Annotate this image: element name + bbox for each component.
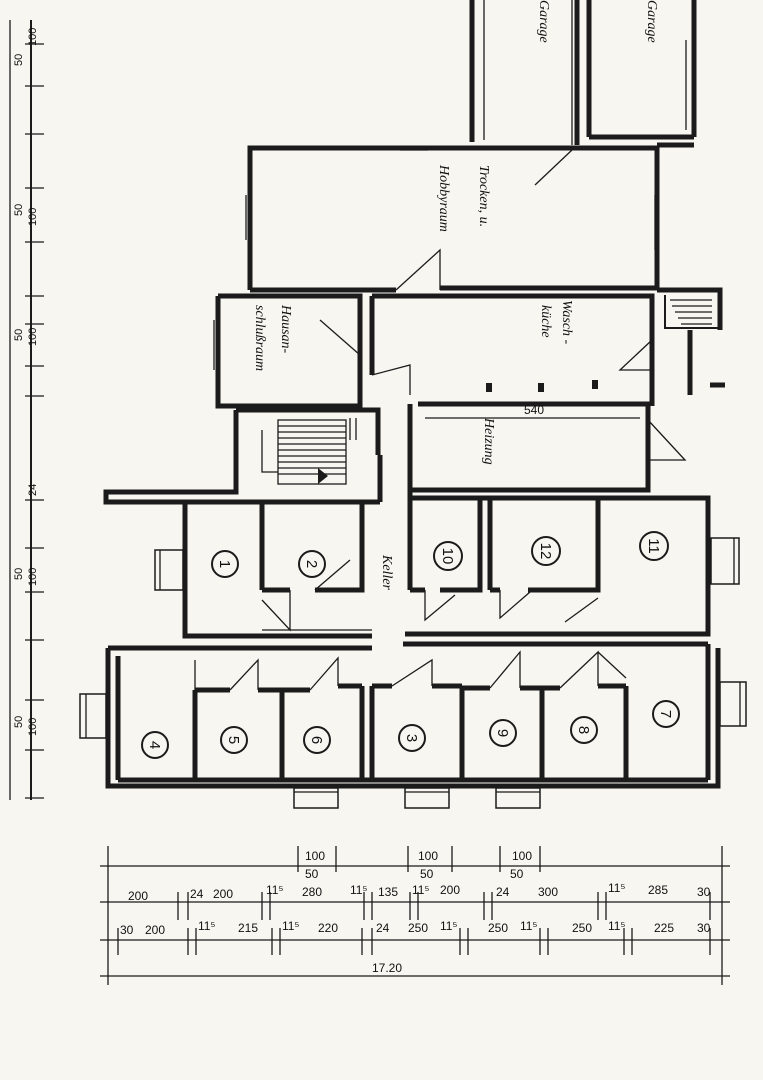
- svg-text:11⁵: 11⁵: [198, 919, 215, 933]
- svg-text:11⁵: 11⁵: [412, 883, 429, 897]
- room-number-2: 2: [298, 550, 326, 578]
- svg-text:4: 4: [146, 741, 163, 749]
- svg-text:24: 24: [376, 921, 390, 935]
- cellar-label: Keller: [379, 554, 394, 591]
- window-dimension-labels: 100 50 100 50 100 50: [305, 849, 532, 881]
- left-scale-100-b: 100: [27, 208, 39, 226]
- svg-text:12: 12: [537, 543, 554, 560]
- heating-width-label: 540: [524, 403, 544, 417]
- total-width-label: 17.20: [372, 961, 402, 975]
- upper-walls: [103, 142, 725, 505]
- garage-right-label: Garage: [644, 0, 659, 43]
- svg-text:220: 220: [318, 921, 338, 935]
- svg-text:30: 30: [697, 921, 711, 935]
- room-number-4: 4: [141, 731, 169, 759]
- cellar-middle-walls: [154, 455, 740, 639]
- room-number-11: 11: [639, 531, 669, 561]
- svg-text:200: 200: [440, 883, 460, 897]
- svg-text:30: 30: [697, 885, 711, 899]
- left-scale-50-c: 50: [13, 329, 25, 341]
- svg-text:24: 24: [496, 885, 510, 899]
- svg-text:250: 250: [408, 921, 428, 935]
- svg-text:11⁵: 11⁵: [608, 919, 625, 933]
- svg-text:9: 9: [494, 729, 511, 737]
- svg-text:10: 10: [439, 548, 456, 565]
- left-scale-50-e: 50: [13, 716, 25, 728]
- svg-text:100: 100: [512, 849, 532, 863]
- svg-text:215: 215: [238, 921, 258, 935]
- tenant-room-label-1: Hausan-: [278, 304, 293, 354]
- left-scale-100-a: 100: [27, 28, 39, 46]
- room-number-6: 6: [303, 726, 331, 754]
- svg-text:50: 50: [420, 867, 434, 881]
- room-number-10: 10: [433, 541, 463, 571]
- room-number-1: 1: [211, 550, 239, 578]
- svg-text:2: 2: [303, 560, 320, 568]
- svg-text:11⁵: 11⁵: [520, 919, 537, 933]
- garage-walls: [469, 0, 697, 145]
- left-scale-100-d: 100: [27, 568, 39, 586]
- svg-text:5: 5: [225, 736, 242, 744]
- garage-left-label: Garage: [536, 0, 551, 43]
- left-scale: [9, 20, 44, 800]
- left-scale-24: 24: [27, 484, 39, 496]
- svg-text:225: 225: [654, 921, 674, 935]
- dimension-row-2: 30 200 11⁵ 215 11⁵ 220 24 250 11⁵ 250 11…: [120, 919, 711, 937]
- svg-text:11: 11: [645, 538, 662, 554]
- svg-text:11⁵: 11⁵: [608, 881, 625, 895]
- svg-text:200: 200: [128, 889, 148, 903]
- svg-text:250: 250: [488, 921, 508, 935]
- svg-text:300: 300: [538, 885, 558, 899]
- hobby-label: Hobbyraum: [436, 164, 451, 232]
- svg-text:50: 50: [510, 867, 524, 881]
- room-number-12: 12: [531, 536, 561, 566]
- svg-text:30: 30: [120, 923, 134, 937]
- left-scale-50-a: 50: [13, 54, 25, 66]
- svg-text:50: 50: [305, 867, 319, 881]
- room-number-9: 9: [489, 719, 517, 747]
- room-number-3: 3: [398, 724, 426, 752]
- dimension-row-1: 200 24 200 11⁵ 280 11⁵ 135 11⁵ 200 24 30…: [128, 881, 711, 903]
- svg-text:7: 7: [657, 710, 674, 718]
- tenant-room-label-2: schlußraum: [252, 305, 267, 371]
- laundry-label-2: küche: [538, 305, 553, 338]
- svg-text:200: 200: [145, 923, 165, 937]
- svg-text:11⁵: 11⁵: [282, 919, 299, 933]
- svg-text:280: 280: [302, 885, 322, 899]
- room-number-7: 7: [652, 700, 680, 728]
- left-scale-50-d: 50: [13, 568, 25, 580]
- dimension-lines: [100, 846, 730, 985]
- svg-text:8: 8: [575, 726, 592, 734]
- laundry-label-1: Wasch -: [559, 300, 574, 345]
- svg-text:100: 100: [305, 849, 325, 863]
- svg-text:250: 250: [572, 921, 592, 935]
- svg-text:1: 1: [216, 560, 233, 568]
- svg-text:100: 100: [418, 849, 438, 863]
- svg-text:285: 285: [648, 883, 668, 897]
- svg-text:3: 3: [403, 734, 420, 742]
- room-number-8: 8: [570, 716, 598, 744]
- left-scale-50-b: 50: [13, 204, 25, 216]
- svg-text:200: 200: [213, 887, 233, 901]
- svg-text:24: 24: [190, 887, 204, 901]
- drying-label: Trocken, u.: [476, 165, 491, 227]
- left-scale-100-c: 100: [27, 328, 39, 346]
- left-scale-100-e: 100: [27, 718, 39, 736]
- svg-text:11⁵: 11⁵: [440, 919, 457, 933]
- heating-label: Heizung: [481, 417, 496, 465]
- room-number-5: 5: [220, 726, 248, 754]
- svg-text:11⁵: 11⁵: [350, 883, 367, 897]
- cellar-lower-walls: [79, 641, 747, 809]
- svg-text:135: 135: [378, 885, 398, 899]
- svg-text:11⁵: 11⁵: [266, 883, 283, 897]
- svg-text:6: 6: [308, 736, 325, 744]
